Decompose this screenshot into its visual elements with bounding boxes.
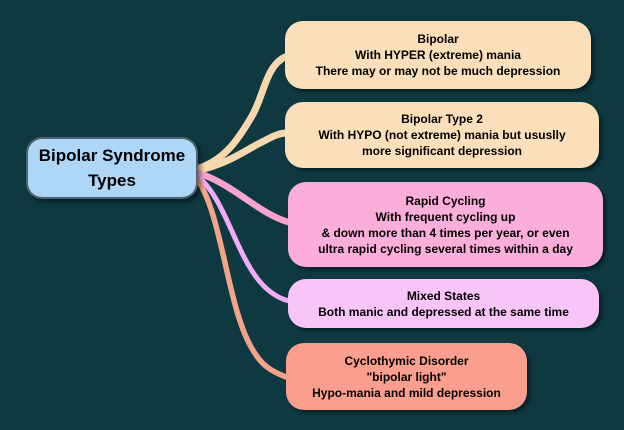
root-node-label-line: Types (88, 171, 136, 190)
branch-node-cyclothymic-disorder[interactable]: Cyclothymic Disorder "bipolar light" Hyp… (286, 343, 527, 410)
root-node-label-line: Bipolar Syndrome (38, 146, 186, 165)
branch-title: Mixed States (406, 288, 481, 303)
branch-title: Bipolar (417, 32, 459, 46)
branch-text-line: "bipolar light" (366, 369, 447, 384)
branch-node-rapid-cycling[interactable]: Rapid Cycling With frequent cycling up &… (288, 182, 603, 267)
branch-text-line: With HYPO (not extreme) mania but ususll… (318, 128, 566, 142)
root-node-bipolar-syndrome-types[interactable]: Bipolar Syndrome Types (26, 137, 198, 199)
branch-text-line: Hypo-mania and mild depression (312, 385, 501, 400)
connector-bipolar (192, 53, 289, 173)
connector-mixed-states (192, 171, 292, 304)
branch-node-bipolar-type-2[interactable]: Bipolar Type 2 With HYPO (not extreme) m… (285, 102, 599, 168)
branch-text-line: more significant depression (361, 144, 523, 158)
branch-text-line: With HYPER (extreme) mania (355, 48, 521, 62)
branch-title: Cyclothymic Disorder (344, 353, 469, 368)
connector-cyclothymic (192, 173, 289, 380)
branch-node-bipolar[interactable]: Bipolar With HYPER (extreme) mania There… (285, 21, 591, 89)
connector-rapid-cycling (191, 168, 292, 226)
branch-text-line: ultra rapid cycling several times within… (318, 241, 573, 256)
branch-text-line: & down more than 4 times per year, or ev… (321, 225, 570, 240)
branch-text-line: Both manic and depressed at the same tim… (318, 304, 569, 319)
branch-text-line: There may or may not be much depression (315, 64, 561, 78)
connector-bipolar-type-2 (192, 129, 289, 175)
branch-text-line: With frequent cycling up (375, 209, 516, 224)
branch-title: Rapid Cycling (405, 193, 486, 208)
branch-title: Bipolar Type 2 (401, 112, 483, 126)
branch-node-mixed-states[interactable]: Mixed States Both manic and depressed at… (288, 279, 599, 328)
